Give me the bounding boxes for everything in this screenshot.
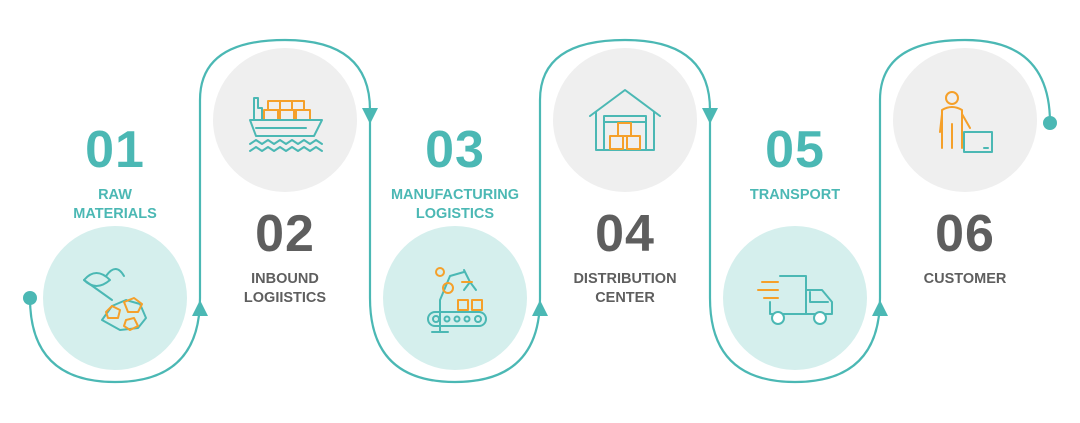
arrow-up-icon <box>192 300 208 316</box>
customer-box-icon <box>939 91 993 153</box>
step-label-line: MANUFACTURING <box>390 187 520 203</box>
step-4: 04 DISTRIBUTION CENTER <box>545 208 705 308</box>
step-label-line: LOGIISTICS <box>243 290 327 306</box>
step-label: DISTRIBUTION CENTER <box>545 270 705 308</box>
step-number: 02 <box>255 205 315 263</box>
step-5: 05 TRANSPORT <box>715 124 875 205</box>
robot-arm-conveyor-icon <box>427 267 487 333</box>
step-label: TRANSPORT <box>715 186 875 205</box>
step-number: 03 <box>425 121 485 179</box>
delivery-truck-icon <box>757 275 833 325</box>
step-1-circle <box>43 226 187 370</box>
step-1: 01 RAW MATERIALS <box>35 124 195 224</box>
step-label-line: LOGISTICS <box>415 206 495 222</box>
arrow-down-icon <box>362 108 378 124</box>
flow-end-dot <box>1043 116 1057 130</box>
arrow-down-icon <box>702 108 718 124</box>
step-label: MANUFACTURING LOGISTICS <box>375 186 535 224</box>
step-3-circle <box>383 226 527 370</box>
flow-start-dot <box>23 291 37 305</box>
step-2: 02 INBOUND LOGIISTICS <box>205 208 365 308</box>
step-label: RAW MATERIALS <box>35 186 195 224</box>
step-number: 05 <box>765 121 825 179</box>
step-5-circle <box>723 226 867 370</box>
step-label-line: INBOUND <box>251 271 319 287</box>
step-number: 04 <box>595 205 655 263</box>
step-label-line: TRANSPORT <box>749 187 841 203</box>
step-label-line: RAW <box>98 187 132 203</box>
step-label-line: DISTRIBUTION <box>573 271 677 287</box>
warehouse-icon <box>589 89 661 151</box>
step-3: 03 MANUFACTURING LOGISTICS <box>375 124 535 224</box>
step-number: 01 <box>85 121 145 179</box>
leaf-materials-icon <box>83 268 147 331</box>
step-label: INBOUND LOGIISTICS <box>205 270 365 308</box>
arrow-up-icon <box>532 300 548 316</box>
step-label-line: CENTER <box>595 290 655 306</box>
step-4-circle <box>553 48 697 192</box>
arrow-up-icon <box>872 300 888 316</box>
cargo-ship-icon <box>249 97 323 152</box>
step-6: 06 CUSTOMER <box>885 208 1045 289</box>
step-label: CUSTOMER <box>885 270 1045 289</box>
step-label-line: MATERIALS <box>73 206 157 222</box>
step-label-line: CUSTOMER <box>923 271 1007 287</box>
flow-path <box>28 38 1052 384</box>
step-number: 06 <box>935 205 995 263</box>
